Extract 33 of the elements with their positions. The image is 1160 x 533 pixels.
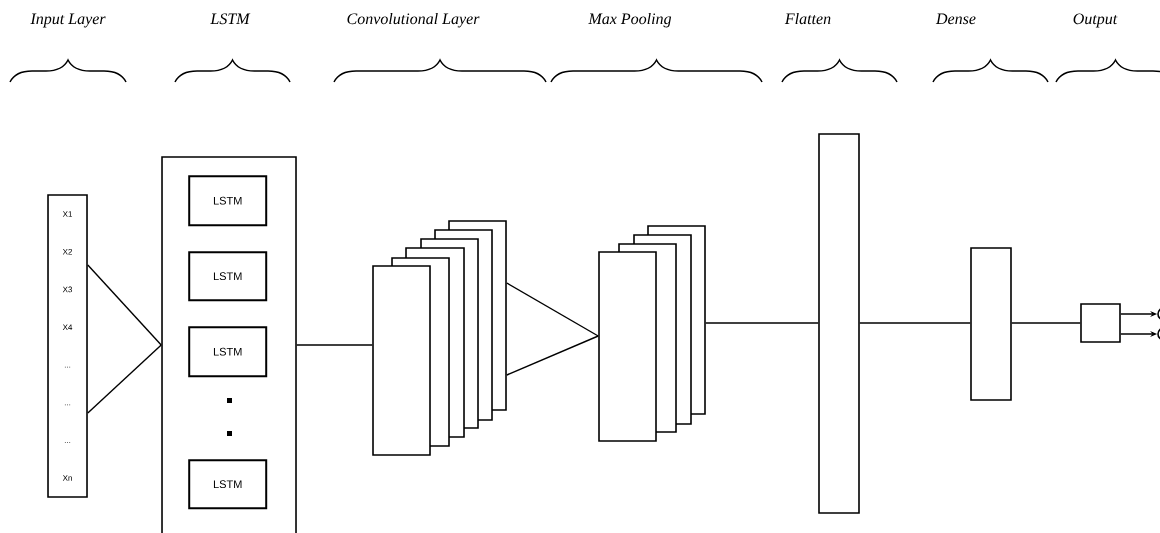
connector [506, 282, 599, 337]
layer-heading: Convolutional Layer [347, 12, 480, 28]
connector [506, 335, 599, 376]
input-label: ... [64, 442, 71, 443]
feature-map [372, 265, 431, 456]
lstm-cell: LSTM [188, 326, 268, 378]
output-box [1080, 303, 1121, 343]
layer-heading: Input Layer [30, 13, 106, 28]
connector [859, 322, 971, 324]
lstm-cell: LSTM [188, 251, 268, 302]
input-label: Xn [62, 475, 72, 481]
connector [1011, 322, 1081, 324]
layer-heading: LSTM [210, 13, 251, 25]
input-label: X1 [62, 211, 72, 217]
flatten-bar [818, 133, 860, 514]
layer-heading: Flatten [784, 12, 831, 25]
input-label: X2 [62, 248, 72, 255]
dense-bar [970, 247, 1012, 401]
input-label: X4 [62, 324, 73, 330]
layer-heading: Max Pooling [588, 12, 672, 28]
connector [87, 344, 162, 414]
layer-heading: Output [1073, 13, 1118, 28]
connector [705, 322, 819, 324]
input-label: ... [64, 366, 71, 368]
layer-heading: Dense [935, 13, 976, 25]
input-label: X3 [62, 286, 73, 293]
connector [87, 264, 162, 346]
pooled-map [598, 251, 657, 442]
connector [296, 344, 373, 346]
lstm-cell: LSTM [188, 175, 268, 227]
lstm-cell: LSTM [188, 459, 268, 510]
input-column [47, 194, 88, 498]
input-label: ... [64, 404, 71, 406]
